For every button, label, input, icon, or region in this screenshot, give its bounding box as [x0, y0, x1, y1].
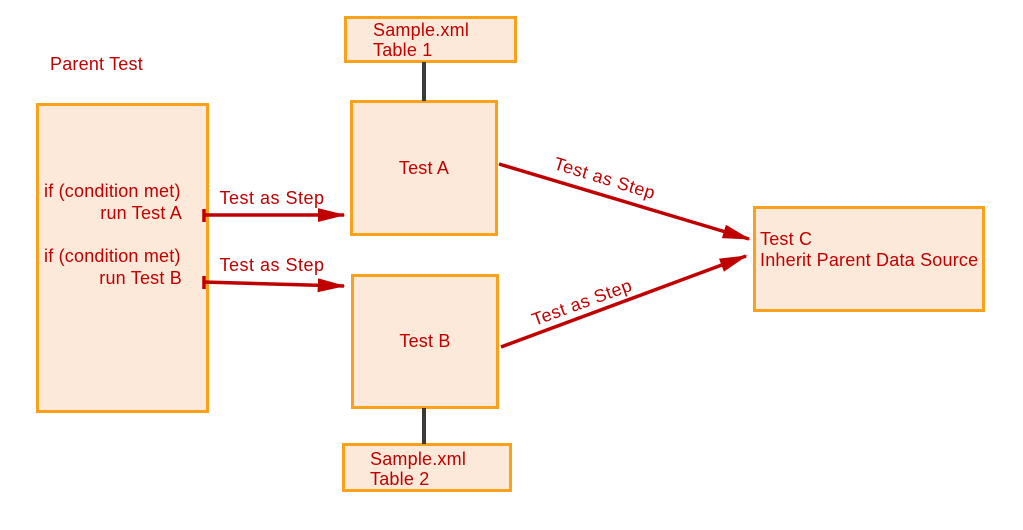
- sample2-table: Table 2: [370, 469, 430, 489]
- sample1-table: Table 1: [373, 40, 433, 60]
- run-test-b-line: run Test B: [99, 268, 182, 288]
- edge-label-a-to-c: Test as Step: [552, 153, 658, 203]
- test-c-subtext: Inherit Parent Data Source: [760, 250, 979, 270]
- sample1-filename: Sample.xml: [373, 20, 470, 40]
- edge-label-b-to-c: Test as Step: [529, 275, 635, 330]
- parent-test-box: if (condition met) run Test A if (condit…: [36, 103, 209, 413]
- edge-label-parent-to-a: Test as Step: [219, 188, 324, 208]
- test-a-box: Test A: [350, 100, 498, 236]
- sample2-filename: Sample.xml: [370, 449, 467, 469]
- test-c-label: Test C: [760, 229, 813, 249]
- sample-xml-table2-box: Sample.xml Table 2: [342, 443, 512, 492]
- run-test-a-line: run Test A: [100, 203, 182, 223]
- arrow-test-a-to-test-c: [498, 162, 751, 241]
- test-b-box: Test B: [351, 274, 499, 409]
- test-b-label: Test B: [399, 331, 451, 351]
- sample-xml-table1-box: Sample.xml Table 1: [344, 16, 517, 63]
- arrow-parent-to-test-b: [202, 278, 346, 293]
- parent-test-title: Parent Test: [50, 54, 143, 74]
- condition-line-a: if (condition met): [44, 181, 181, 201]
- condition-line-b: if (condition met): [44, 246, 181, 266]
- test-c-box: Test C Inherit Parent Data Source: [753, 206, 985, 312]
- edge-label-parent-to-b: Test as Step: [219, 255, 324, 275]
- test-a-label: Test A: [398, 157, 450, 178]
- arrow-test-b-to-test-c: [500, 254, 748, 349]
